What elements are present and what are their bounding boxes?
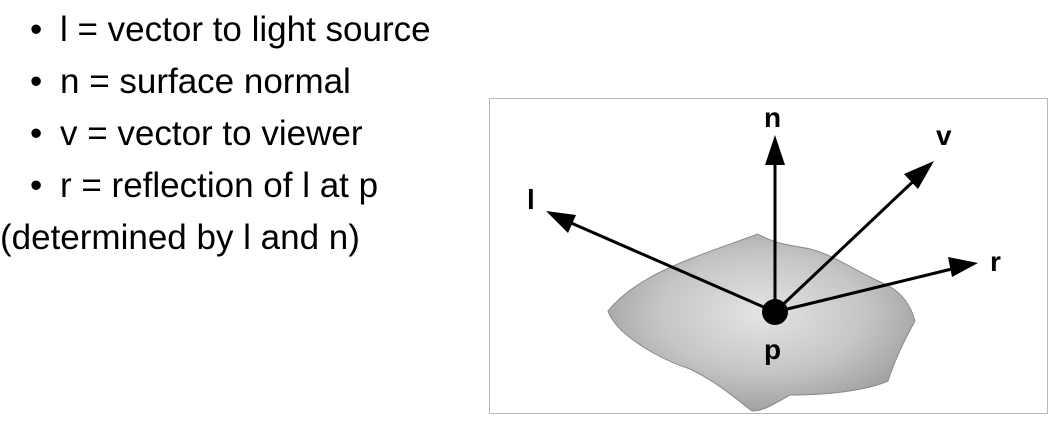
label-n: n <box>764 102 781 133</box>
point-p-marker <box>762 299 788 325</box>
vector-r-arrow <box>774 257 978 314</box>
bullet-surface-normal: • n = surface normal <box>30 56 431 108</box>
bullet-marker: • <box>30 114 43 153</box>
label-l: l <box>527 184 535 215</box>
bullet-viewer-vector: • v = vector to viewer <box>30 108 431 160</box>
continuation-text: (determined by l and n) <box>0 218 360 257</box>
bullet-marker: • <box>30 10 43 49</box>
bullet-text: l = vector to light source <box>60 10 431 49</box>
bullet-marker: • <box>30 62 43 101</box>
bullet-text: v = vector to viewer <box>60 114 363 153</box>
bullet-reflection-vector: • r = reflection of l at p <box>30 160 431 212</box>
continuation-line: (determined by l and n) <box>0 212 431 264</box>
vector-v-arrow <box>773 161 934 314</box>
reflection-diagram: n v l r p <box>489 98 1048 414</box>
bullet-text: r = reflection of l at p <box>60 166 379 205</box>
bullet-text: n = surface normal <box>60 62 351 101</box>
vector-l-arrow <box>546 211 776 314</box>
label-v: v <box>936 120 952 151</box>
bullet-light-vector: • l = vector to light source <box>30 4 431 56</box>
bullet-marker: • <box>30 166 43 205</box>
label-p: p <box>764 334 781 365</box>
surface-patch <box>607 233 916 412</box>
vector-n-arrow <box>765 135 785 312</box>
diagram-canvas: n v l r p <box>527 102 1001 412</box>
definition-list: • l = vector to light source • n = surface… <box>0 4 431 264</box>
label-r: r <box>990 246 1001 277</box>
